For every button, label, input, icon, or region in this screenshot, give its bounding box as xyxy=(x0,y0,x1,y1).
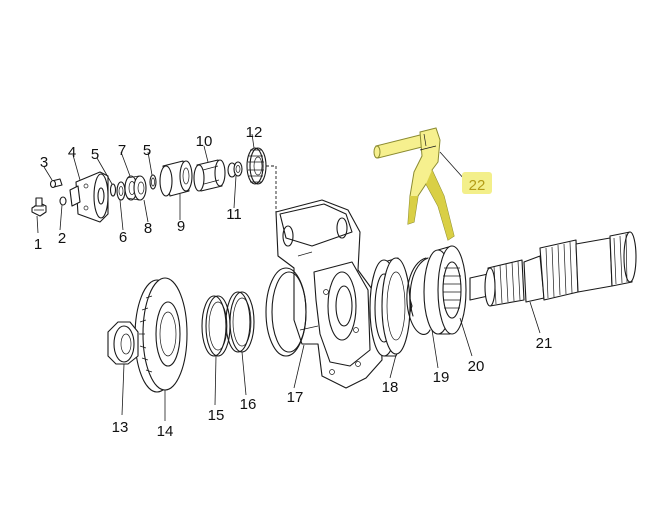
part-2-washer xyxy=(59,196,67,206)
part-10-bushing xyxy=(193,159,226,192)
callout-3: 3 xyxy=(40,154,48,171)
part-18-bearing xyxy=(369,257,413,357)
callout-2: 2 xyxy=(58,230,66,247)
part-16-seal xyxy=(225,291,255,353)
callout-5-right: 5 xyxy=(143,142,151,159)
callout-7: 7 xyxy=(118,142,126,159)
callout-5-left: 5 xyxy=(91,146,99,163)
part-11-collar xyxy=(227,161,243,178)
callout-4: 4 xyxy=(68,144,76,161)
callout-22: 22 xyxy=(469,177,486,194)
part-6-ring xyxy=(116,181,126,201)
callout-6: 6 xyxy=(119,229,127,246)
callout-10: 10 xyxy=(196,133,213,150)
callout-21: 21 xyxy=(536,335,553,352)
callout-8: 8 xyxy=(144,220,152,237)
part-17-housing xyxy=(275,199,383,389)
part-7-bearing xyxy=(124,175,147,201)
callout-13: 13 xyxy=(112,419,129,436)
callout-19: 19 xyxy=(433,369,450,386)
part-14-gear-disc xyxy=(134,277,188,393)
callout-17: 17 xyxy=(287,389,304,406)
callout-12: 12 xyxy=(246,124,263,141)
part-16-oring xyxy=(265,267,307,357)
callout-labels: 1 2 3 4 5 6 7 8 5 9 10 11 12 13 14 15 16… xyxy=(34,124,553,440)
part-13-nut xyxy=(107,321,139,365)
part-21-shaft xyxy=(469,231,637,307)
assembly-dash-line xyxy=(266,165,277,212)
part-3-bolt xyxy=(49,178,63,189)
callout-14: 14 xyxy=(157,423,174,440)
part-19-snap-ring xyxy=(406,257,431,336)
part-5-oring-left xyxy=(109,183,117,197)
part-4-flange xyxy=(69,171,109,223)
part-9-sleeve xyxy=(159,160,193,197)
callout-11: 11 xyxy=(226,206,242,223)
callout-22-highlight xyxy=(462,172,492,194)
callout-15: 15 xyxy=(208,407,225,424)
part-20-coupling xyxy=(423,245,467,335)
callout-20: 20 xyxy=(468,358,485,375)
part-12-gear xyxy=(246,147,267,185)
callout-9: 9 xyxy=(177,218,185,235)
part-1-sensor xyxy=(31,197,47,217)
callout-1: 1 xyxy=(34,236,42,253)
callout-16: 16 xyxy=(240,396,257,413)
leader-lines xyxy=(36,133,541,421)
callout-18: 18 xyxy=(382,379,399,396)
part-5-oring-right xyxy=(149,174,157,190)
part-22-shift-fork xyxy=(373,127,455,241)
